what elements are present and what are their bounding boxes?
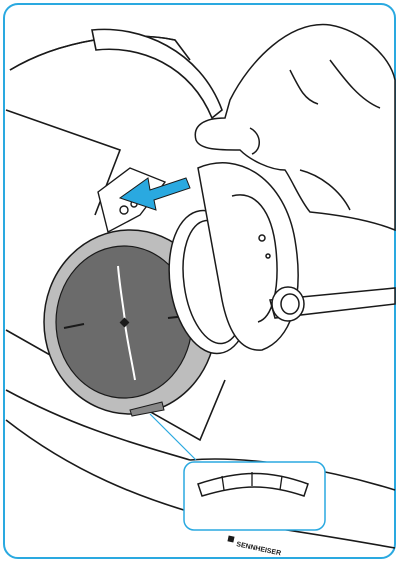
dial-detail-callout: [184, 462, 325, 530]
brand-logo-icon: [227, 535, 234, 542]
